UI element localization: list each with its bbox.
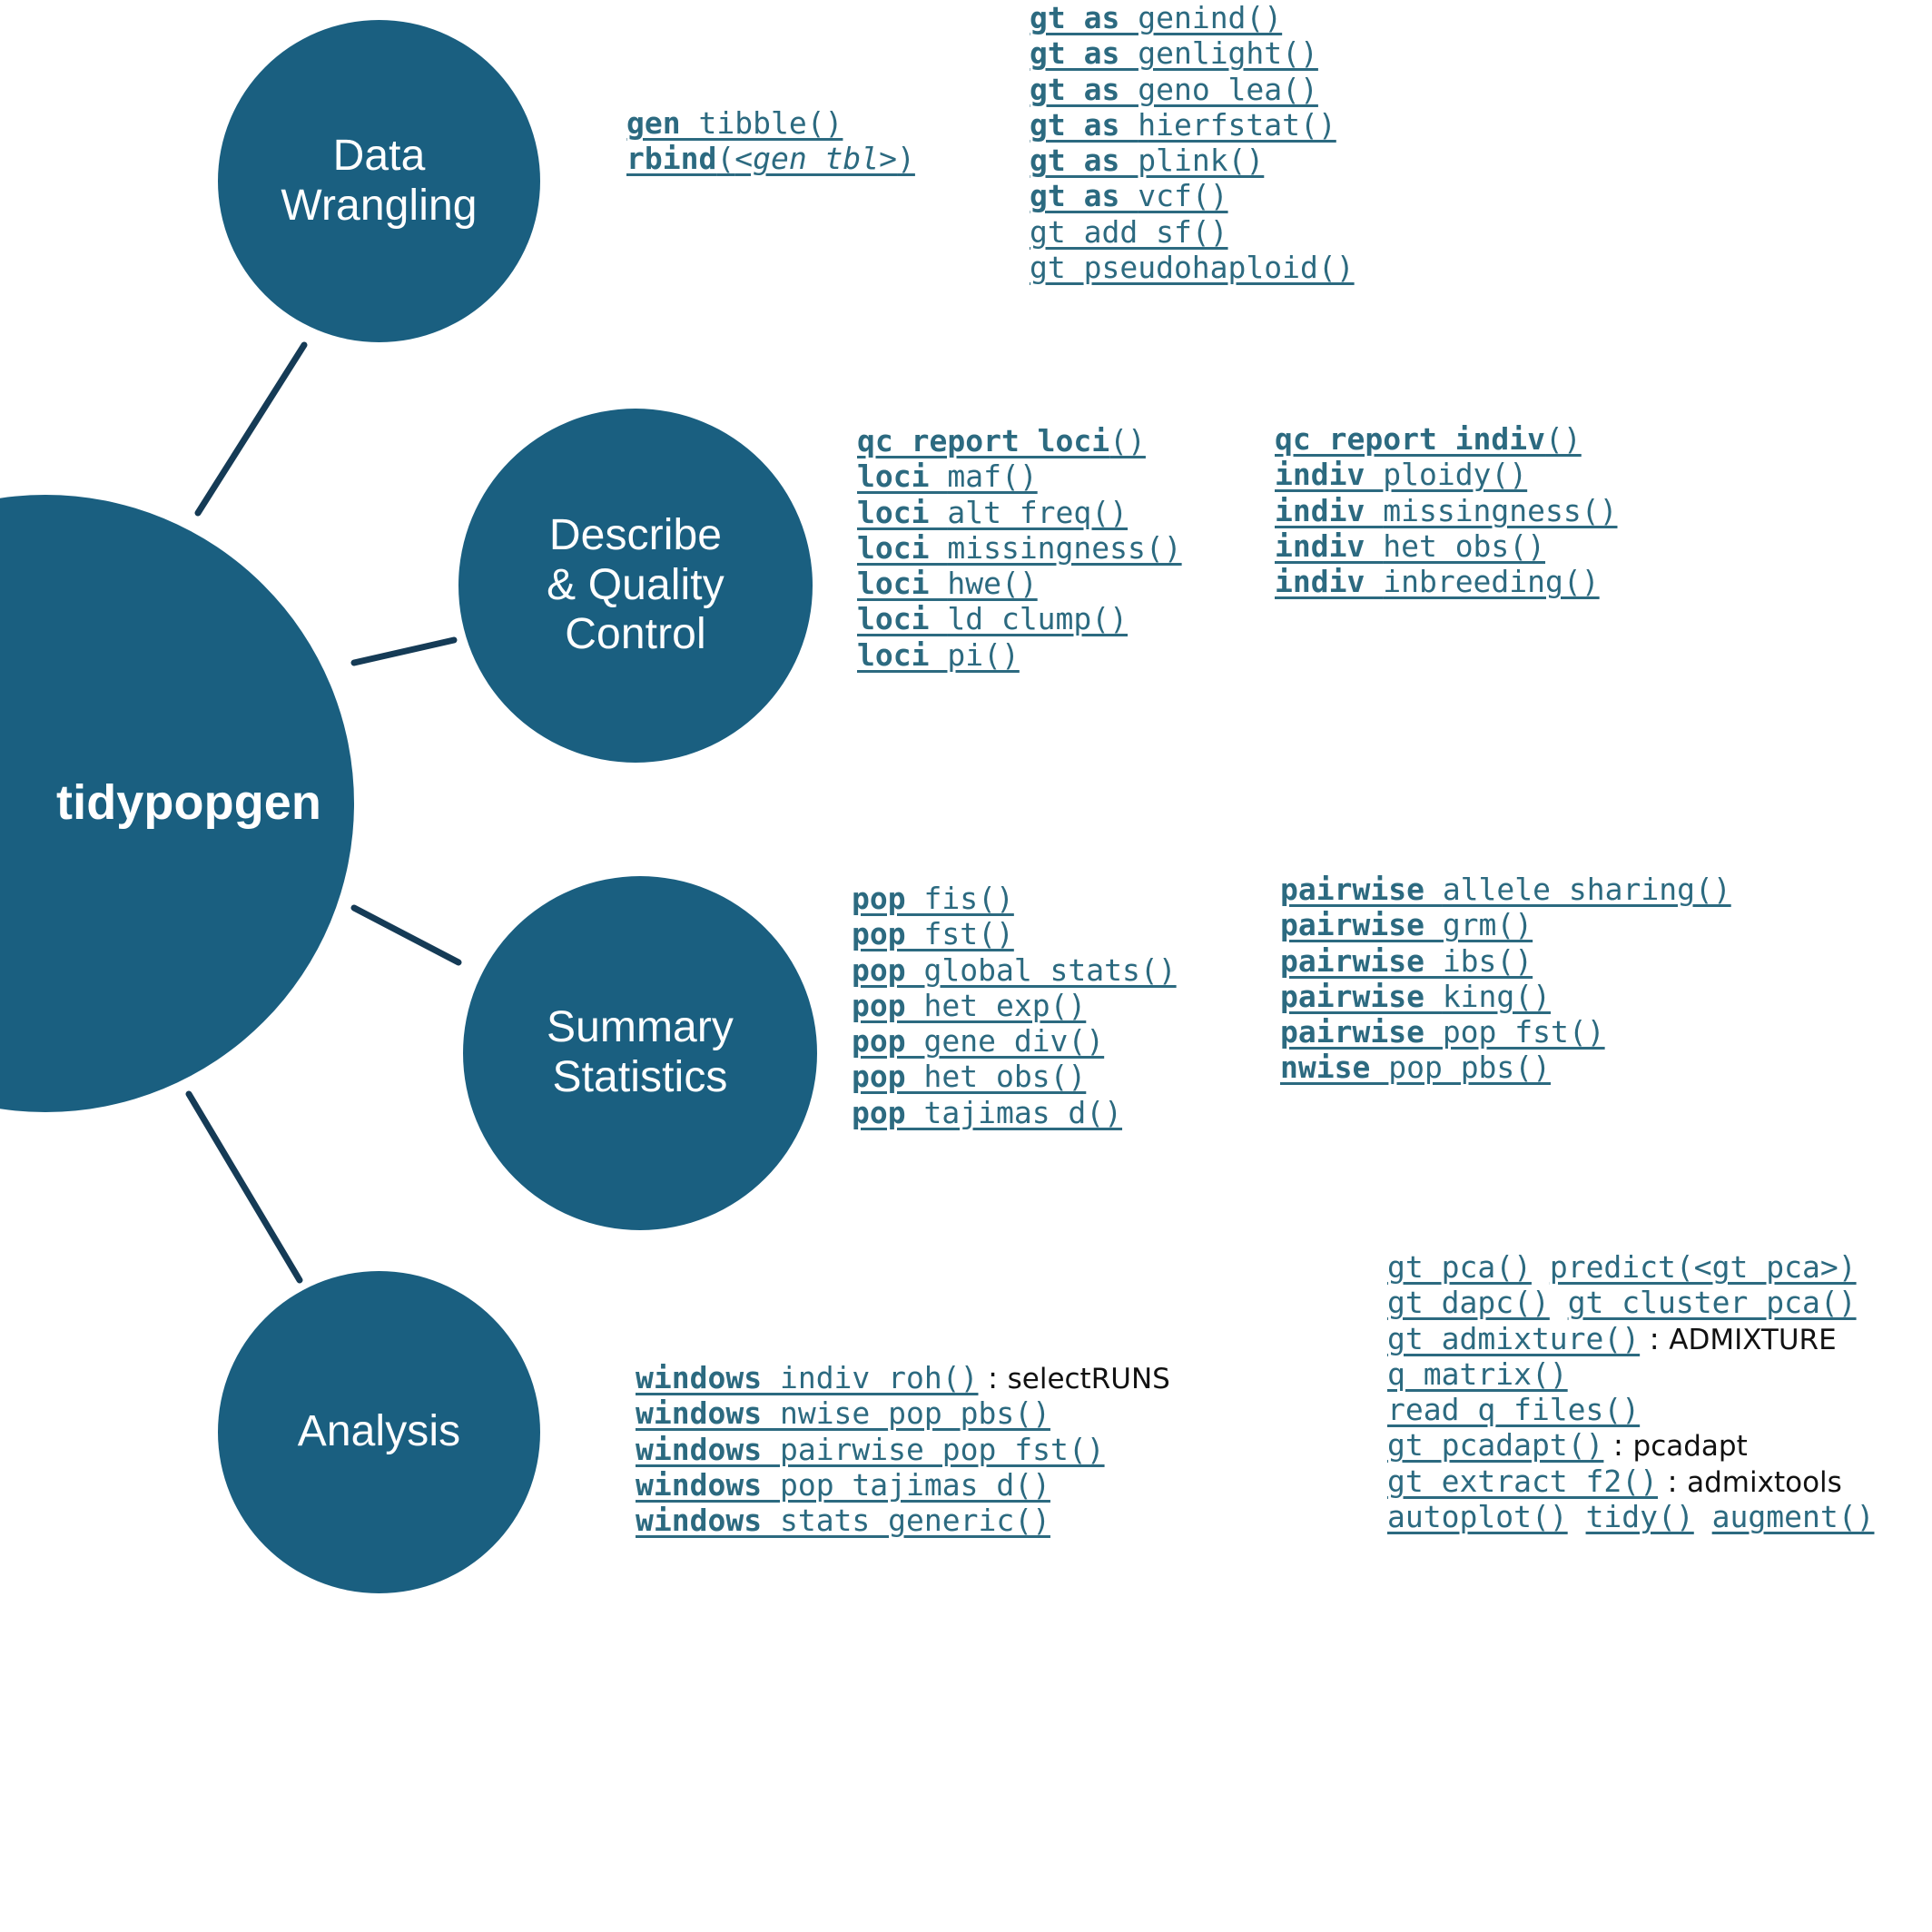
code-line[interactable]: pairwise_ibs(): [1280, 942, 1533, 979]
code-line[interactable]: indiv_inbreeding(): [1275, 564, 1600, 600]
code-column-analysis-b: gt_pca() predict(<gt_pca>) gt_dapc() gt_…: [1387, 1249, 1875, 1536]
code-line[interactable]: nwise_pop_pbs(): [1280, 1050, 1552, 1086]
code-line[interactable]: loci_pi(): [857, 636, 1020, 673]
code-line[interactable]: gt_pseudohaploid(): [1030, 250, 1355, 286]
code-line[interactable]: loci_alt_freq(): [857, 494, 1129, 530]
code-column-summary-statistics-a: pop_fis() pop_fst() pop_global_stats() p…: [852, 882, 1177, 1132]
code-line[interactable]: windows_pop_tajimas_d(): [636, 1466, 1050, 1503]
code-column-data-wrangling-a: gen_tibble() rbind(<gen_tbl>): [626, 105, 915, 179]
code-line[interactable]: loci_ld_clump(): [857, 601, 1129, 637]
code-line[interactable]: qc_report_loci(): [857, 423, 1146, 458]
code-line[interactable]: pairwise_grm(): [1280, 907, 1533, 943]
node-analysis[interactable]: Analysis: [218, 1271, 540, 1593]
code-line[interactable]: gt_pcadapt() : pcadapt: [1387, 1427, 1748, 1464]
hub-node-tidypopgen[interactable]: tidypopgen: [0, 495, 354, 1112]
connector-describe-qc: [350, 636, 458, 666]
code-line[interactable]: pairwise_allele_sharing(): [1280, 872, 1731, 907]
connector-data-wrangling: [194, 341, 308, 517]
code-line[interactable]: pop_het_obs(): [852, 1059, 1087, 1095]
code-line[interactable]: pop_gene_div(): [852, 1023, 1105, 1060]
code-line[interactable]: gt_as_geno_lea(): [1030, 71, 1318, 107]
code-line[interactable]: pairwise_pop_fst(): [1280, 1014, 1605, 1050]
code-line[interactable]: windows_stats_generic(): [636, 1503, 1050, 1539]
code-line[interactable]: gt_dapc() gt_cluster_pca(): [1387, 1285, 1857, 1321]
code-line[interactable]: gt_as_vcf(): [1030, 178, 1228, 214]
code-line[interactable]: gt_as_genind(): [1030, 0, 1283, 35]
code-line[interactable]: windows_pairwise_pop_fst(): [636, 1431, 1105, 1467]
code-line[interactable]: pop_het_exp(): [852, 987, 1087, 1023]
code-line[interactable]: read_q_files(): [1387, 1392, 1641, 1428]
code-line[interactable]: gt_add_sf(): [1030, 213, 1228, 250]
code-line[interactable]: pop_fis(): [852, 881, 1014, 916]
code-line[interactable]: gt_as_genlight(): [1030, 35, 1318, 72]
code-line[interactable]: windows_nwise_pop_pbs(): [636, 1395, 1050, 1432]
code-line[interactable]: indiv_het_obs(): [1275, 527, 1546, 564]
hub-label: tidypopgen: [56, 775, 321, 831]
code-line[interactable]: pop_tajimas_d(): [852, 1094, 1123, 1130]
code-line[interactable]: loci_hwe(): [857, 566, 1038, 602]
code-line[interactable]: gen_tibble(): [626, 105, 843, 141]
code-line[interactable]: loci_missingness(): [857, 529, 1182, 566]
code-line[interactable]: pop_global_stats(): [852, 951, 1177, 988]
code-column-data-wrangling-b: gt_as_genind() gt_as_genlight() gt_as_ge…: [1030, 0, 1355, 287]
code-line[interactable]: windows_indiv_roh() : selectRUNS: [636, 1360, 1170, 1395]
code-line[interactable]: gt_pca() predict(<gt_pca>): [1387, 1249, 1857, 1285]
code-column-describe-qc-a: qc_report_loci() loci_maf() loci_alt_fre…: [857, 423, 1182, 675]
code-line[interactable]: qc_report_indiv(): [1275, 421, 1582, 457]
code-line[interactable]: autoplot() tidy() augment(): [1387, 1499, 1875, 1535]
code-line[interactable]: gt_as_hierfstat(): [1030, 106, 1336, 143]
code-line[interactable]: gt_extract_f2() : admixtools: [1387, 1463, 1842, 1499]
code-line[interactable]: pop_fst(): [852, 916, 1014, 952]
code-column-analysis-a: windows_indiv_roh() : selectRUNS windows…: [636, 1360, 1170, 1540]
node-analysis-label: Analysis: [297, 1407, 461, 1456]
connector-summary-stats: [350, 904, 462, 966]
code-column-summary-statistics-b: pairwise_allele_sharing() pairwise_grm()…: [1280, 872, 1731, 1088]
code-line[interactable]: rbind(<gen_tbl>): [626, 141, 915, 177]
code-column-describe-qc-b: qc_report_indiv() indiv_ploidy() indiv_m…: [1275, 421, 1618, 601]
code-line[interactable]: indiv_missingness(): [1275, 492, 1618, 528]
code-line[interactable]: q_matrix(): [1387, 1355, 1568, 1392]
code-line[interactable]: pairwise_king(): [1280, 978, 1552, 1014]
code-line[interactable]: gt_admixture() : ADMIXTURE: [1387, 1320, 1837, 1356]
connector-analysis: [185, 1090, 303, 1284]
code-line[interactable]: indiv_ploidy(): [1275, 457, 1528, 493]
code-line[interactable]: loci_maf(): [857, 458, 1038, 495]
code-line[interactable]: gt_as_plink(): [1030, 143, 1265, 179]
